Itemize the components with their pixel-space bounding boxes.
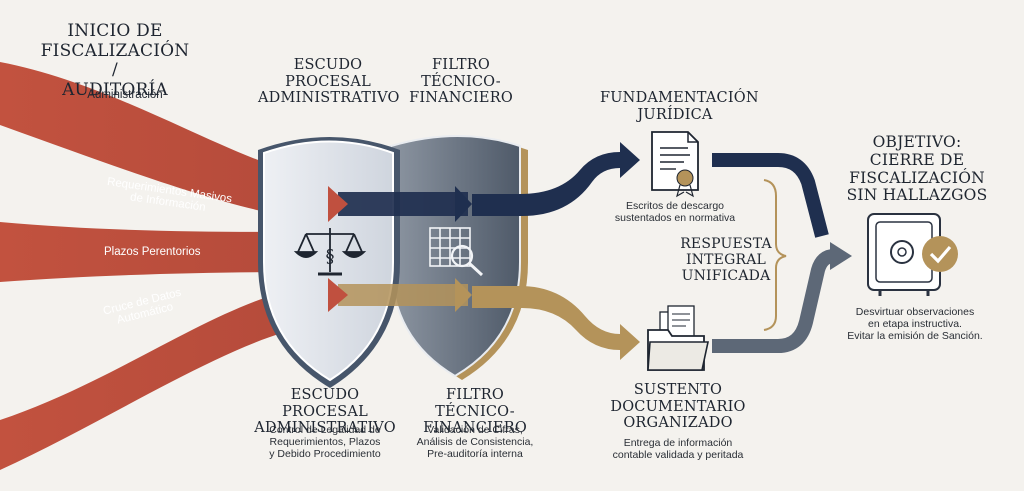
input-arrows — [0, 62, 342, 470]
shield-filtro-description: Validación de Cifras, Análisis de Consis… — [400, 424, 550, 460]
shields — [258, 135, 528, 388]
objetivo-heading: OBJETIVO: CIERRE DE FISCALIZACIÓN SIN HA… — [842, 133, 992, 205]
input-label-line: Plazos Perentorios — [104, 246, 201, 258]
svg-text:§: § — [326, 246, 335, 267]
certificate-document-icon — [651, 131, 699, 198]
scales-justice-icon: § — [293, 228, 367, 276]
heading-line: SUSTENTO — [633, 382, 723, 398]
desc-line: Escritos de descargo — [625, 200, 725, 212]
input-label-plazos: Plazos Perentorios — [104, 246, 201, 258]
heading-line: FISCALIZACIÓN — [849, 168, 985, 187]
desc-line: Validación de Cifras, — [427, 424, 523, 436]
desc-line: sustentados en normativa — [614, 212, 736, 225]
objetivo-description: Desvirtuar observaciones en etapa instru… — [830, 306, 1000, 342]
start-title: INICIO DE FISCALIZACIÓN / AUDITORÍA — [40, 21, 190, 100]
safe-check-icon — [867, 213, 958, 296]
gold-arrow-lower — [472, 286, 640, 360]
respuesta-integral-label: RESPUESTA INTEGRAL UNIFICADA — [680, 236, 772, 284]
input-arrow-1 — [0, 62, 340, 232]
shield-filtro-bottom-heading: FILTRO TÉCNICO-FINANCIERO — [395, 387, 555, 437]
heading-line: ESCUDO — [293, 57, 363, 73]
shield-procesal-top-heading: ESCUDO PROCESAL ADMINISTRATIVO — [258, 57, 400, 107]
desc-line: Desvirtuar observaciones — [855, 306, 975, 318]
heading-line: ORGANIZADO — [623, 415, 733, 432]
sustento-description: Entrega de información contable validada… — [590, 437, 766, 461]
desc-line: Control de Legalidad de — [269, 424, 381, 436]
fundamentacion-heading: FUNDAMENTACIÓN JURÍDICA — [600, 90, 759, 123]
heading-line: FINANCIERO — [409, 90, 513, 107]
respuesta-line: RESPUESTA — [680, 236, 772, 252]
heading-line: ESCUDO PROCESAL — [282, 387, 368, 420]
heading-line: FILTRO — [446, 387, 504, 403]
shield-passing-arrows — [328, 186, 472, 312]
heading-line: CIERRE DE — [869, 150, 965, 169]
heading-line: JURÍDICA — [637, 106, 713, 123]
navy-arrow-upper — [472, 142, 640, 216]
heading-line: OBJETIVO: — [872, 133, 962, 151]
desc-line: contable validada y peritada — [612, 449, 744, 462]
input-arrow-2 — [0, 220, 342, 284]
desc-line: Análisis de Consistencia, — [416, 436, 534, 449]
input-arrow-3 — [0, 272, 340, 470]
heading-line: ADMINISTRATIVO — [254, 420, 396, 437]
brace — [763, 179, 787, 331]
desc-line: Requerimientos, Plazos — [269, 436, 381, 449]
heading-line: ADMINISTRATIVO — [258, 90, 400, 107]
heading-line: TÉCNICO-FINANCIERO — [423, 403, 527, 437]
spreadsheet-magnifier-icon — [429, 227, 484, 277]
desc-line: Pre-auditoría interna — [427, 448, 523, 461]
fundamentacion-description: Escritos de descargo sustentados en norm… — [600, 200, 750, 224]
folder-documents-icon — [647, 305, 709, 371]
start-subtitle: Administración — [87, 89, 163, 101]
shield-filtro-top-heading: FILTRO TÉCNICO- FINANCIERO — [398, 57, 524, 107]
desc-line: en etapa instructiva. — [868, 318, 962, 331]
heading-line: TÉCNICO- — [421, 73, 501, 90]
shield-procesal-bottom-heading: ESCUDO PROCESAL ADMINISTRATIVO — [250, 387, 400, 437]
heading-line: DOCUMENTARIO — [610, 398, 746, 415]
respuesta-line: INTEGRAL — [685, 252, 767, 269]
start-title-line: FISCALIZACIÓN / — [40, 40, 190, 81]
respuesta-line: UNIFICADA — [681, 268, 771, 285]
converging-arrows — [712, 153, 852, 353]
start-title-line: INICIO DE — [67, 21, 163, 41]
sustento-heading: SUSTENTO DOCUMENTARIO ORGANIZADO — [598, 382, 758, 432]
desc-line: y Debido Procedimiento — [269, 448, 381, 461]
heading-line: PROCESAL — [285, 73, 371, 90]
heading-line: FUNDAMENTACIÓN — [600, 90, 759, 106]
shield-procesal-description: Control de Legalidad de Requerimientos, … — [250, 424, 400, 460]
heading-line: SIN HALLAZGOS — [846, 186, 988, 205]
start-title-line: AUDITORÍA — [62, 79, 168, 100]
desc-line: Entrega de información — [623, 437, 733, 449]
heading-line: FILTRO — [432, 57, 490, 73]
desc-line: Evitar la emisión de Sanción. — [847, 330, 983, 343]
